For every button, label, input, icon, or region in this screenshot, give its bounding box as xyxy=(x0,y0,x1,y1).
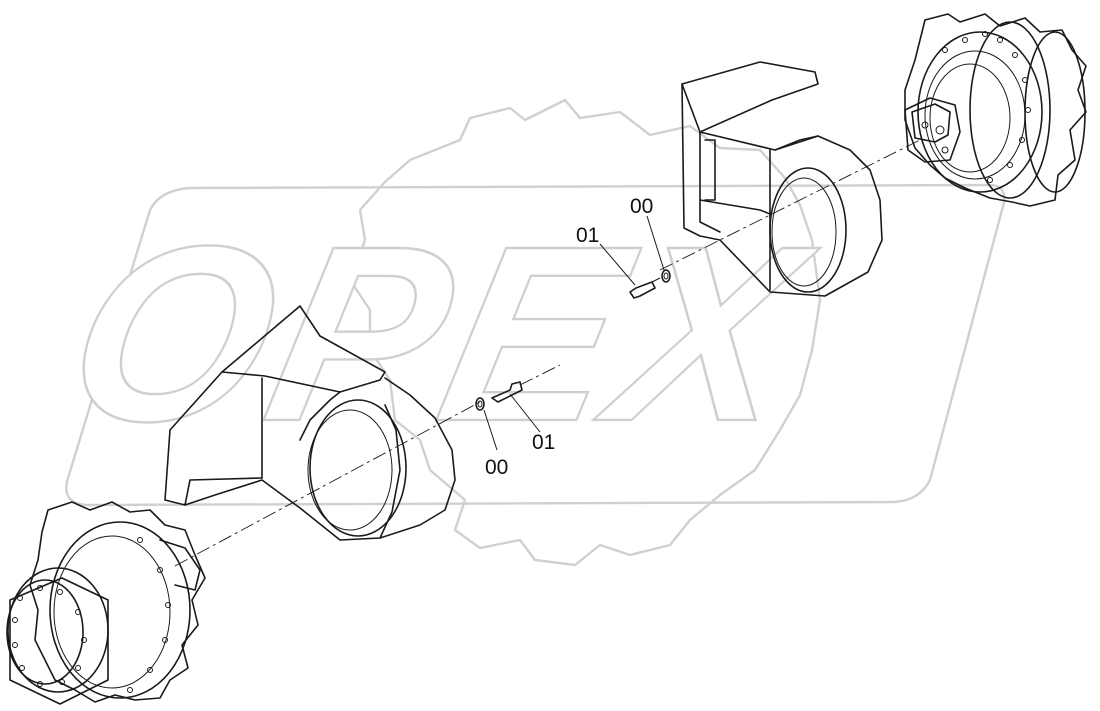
watermark-text: OPEX xyxy=(47,194,832,474)
callout-00-bottom: 00 xyxy=(485,456,508,479)
track-guard-right xyxy=(681,61,883,297)
bolt-top xyxy=(629,277,661,299)
washer-top xyxy=(661,269,671,283)
watermark: OPEX xyxy=(46,98,1006,567)
axis-lines xyxy=(174,139,921,567)
callout-00-top: 00 xyxy=(630,195,653,218)
callout-01-top: 01 xyxy=(576,224,599,247)
washer-bottom xyxy=(475,397,485,411)
final-drive-sprocket-icon xyxy=(904,13,1087,207)
final-drive-left xyxy=(6,501,206,705)
bolt-bottom xyxy=(491,381,523,403)
leader-lines xyxy=(483,215,665,451)
callout-01-bottom: 01 xyxy=(532,431,555,454)
track-guard-left xyxy=(164,305,456,541)
final-drive-sprocket-icon xyxy=(6,501,206,705)
final-drive-right xyxy=(904,13,1087,207)
gear-icon xyxy=(348,98,822,567)
